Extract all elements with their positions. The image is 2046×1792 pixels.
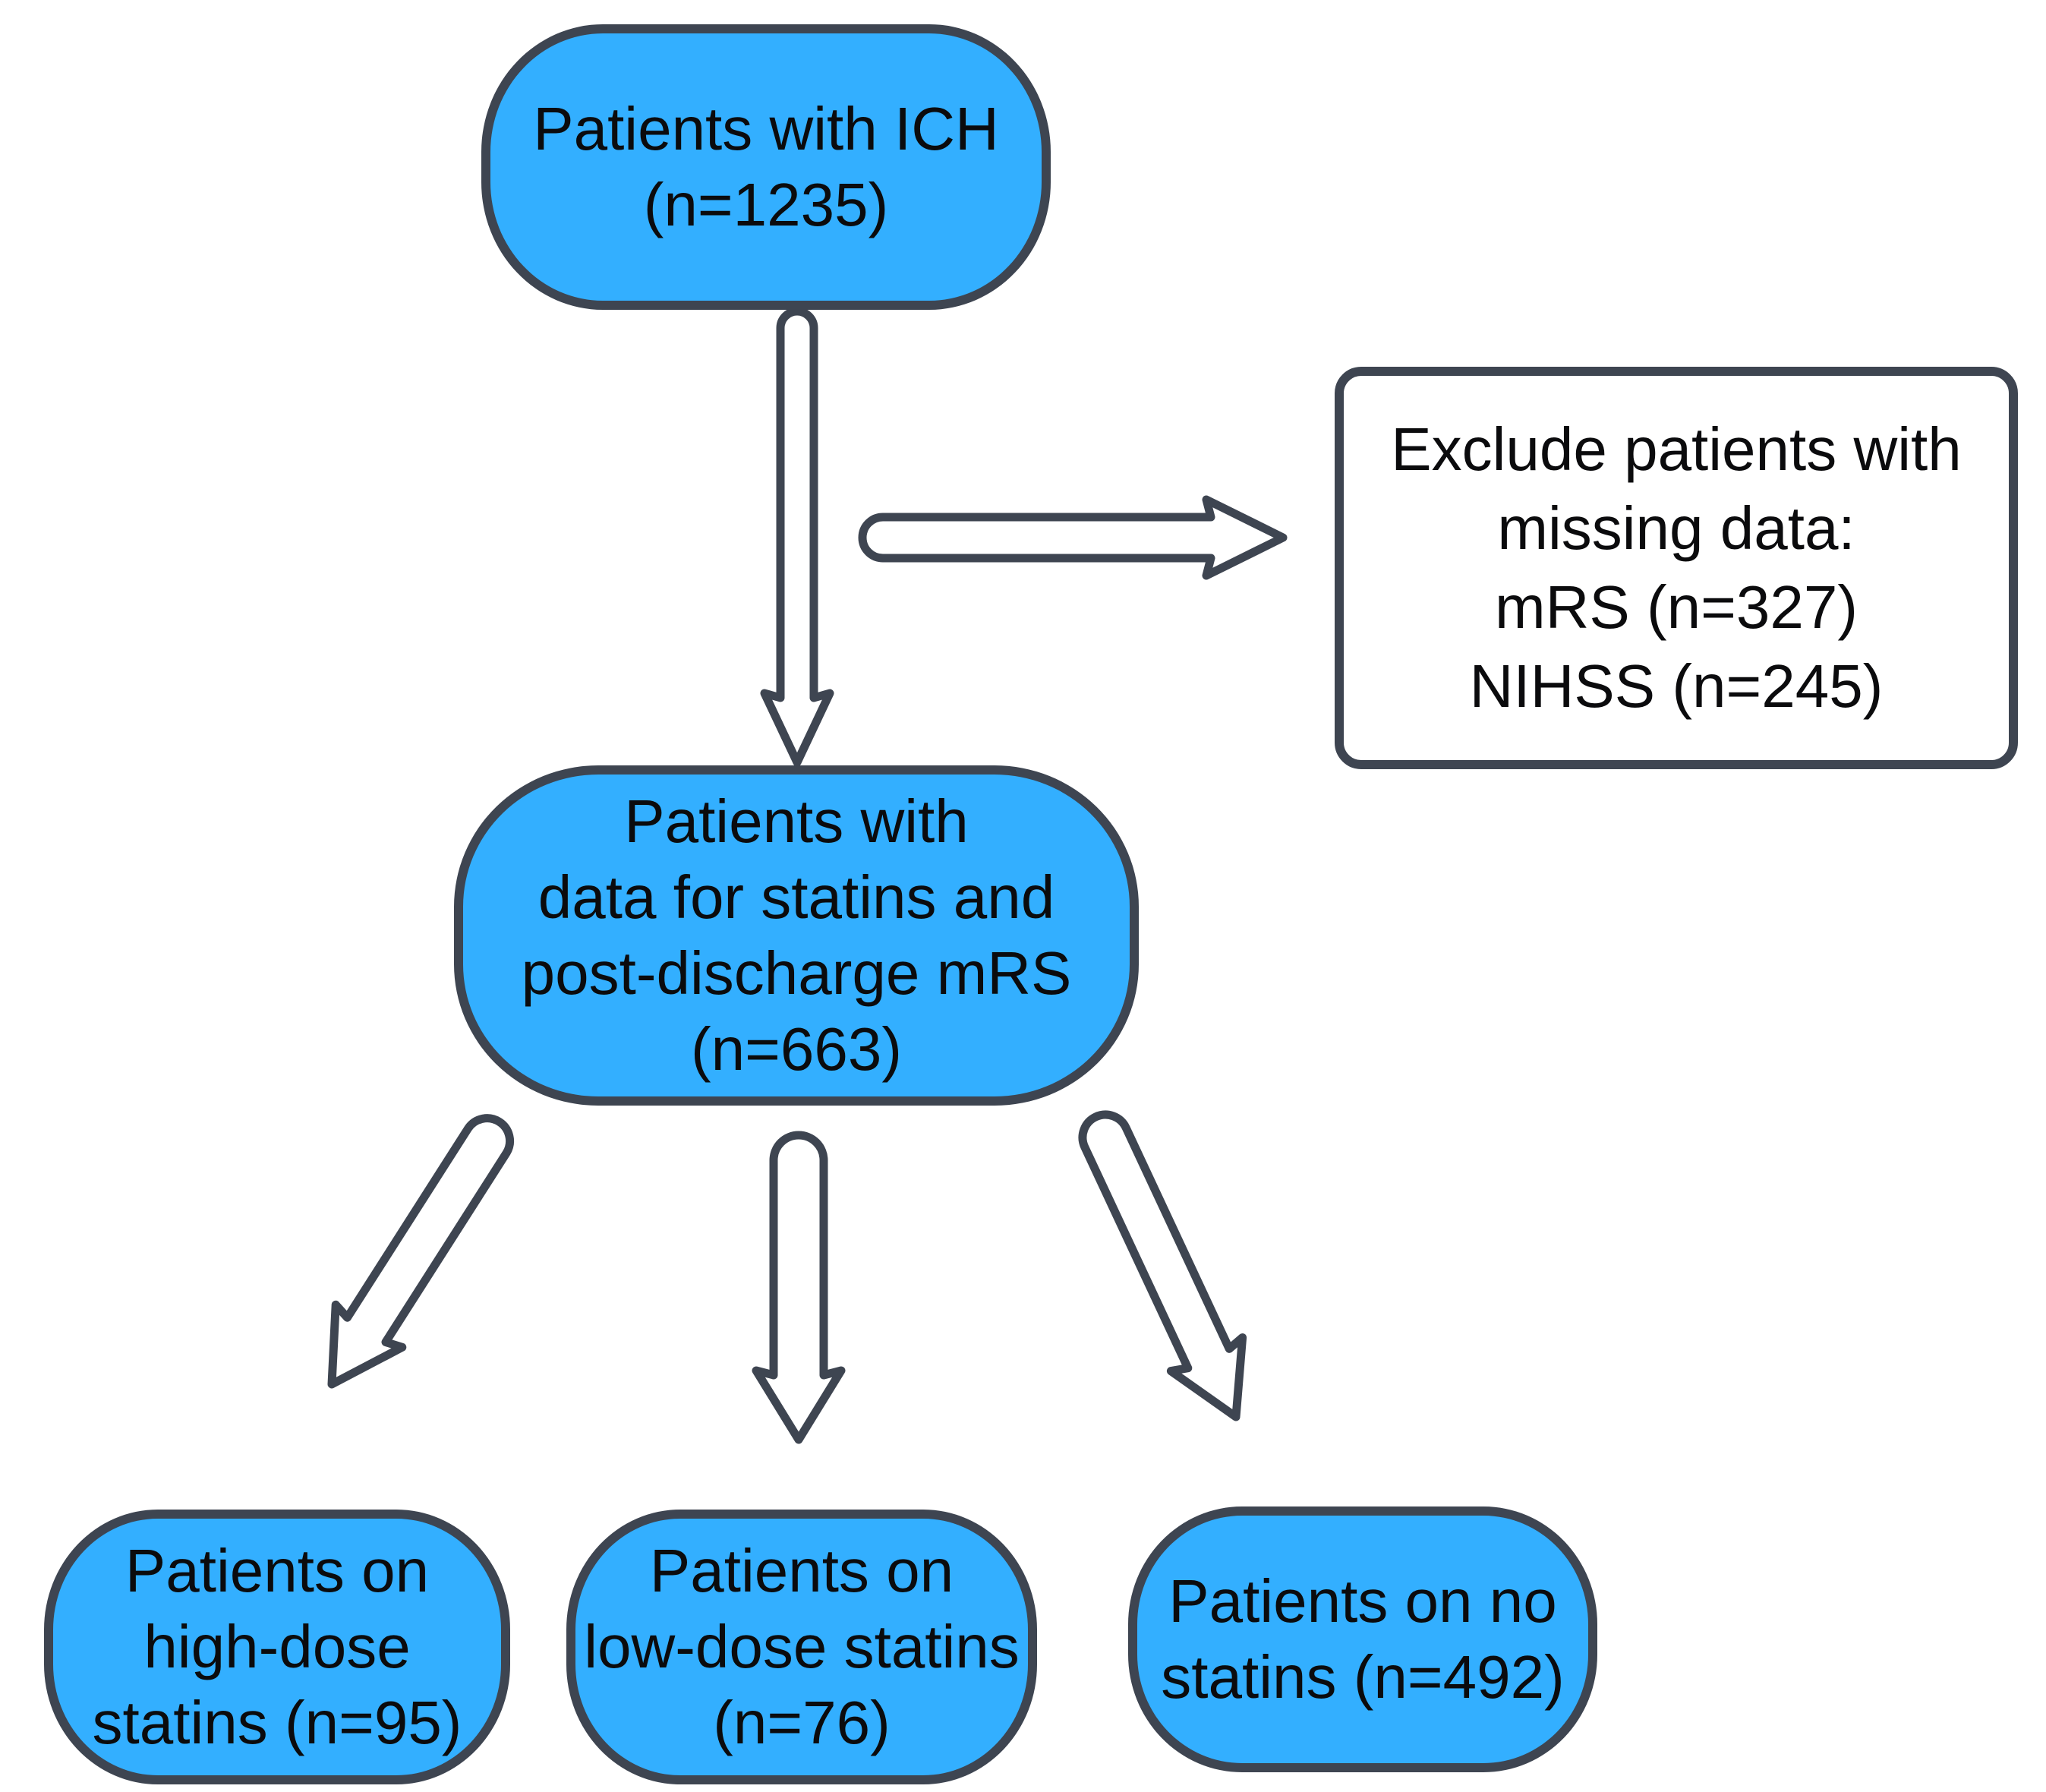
node-line: (n=663) — [691, 1015, 902, 1083]
arrow-to-high-dose-icon — [327, 1114, 515, 1389]
node-line: (n=1235) — [643, 171, 889, 238]
node-line: low-dose statins — [584, 1613, 1020, 1680]
arrow-to-no-statins-icon — [1078, 1110, 1247, 1421]
node-line: Patients with ICH — [533, 95, 999, 162]
node-no-statins: Patients on no statins (n=492) — [1128, 1506, 1597, 1772]
node-line: Patients on no — [1168, 1567, 1557, 1635]
node-low-dose-statins: Patients on low-dose statins (n=76) — [566, 1510, 1037, 1784]
node-line: statins (n=492) — [1161, 1643, 1565, 1711]
node-line: missing data: — [1497, 494, 1855, 562]
node-exclude-missing-data: Exclude patients with missing data: mRS … — [1335, 367, 2018, 769]
node-line: Patients on — [649, 1537, 954, 1604]
node-line: Patients with — [624, 787, 969, 855]
node-line: post-discharge mRS — [521, 939, 1072, 1007]
node-line: high-dose — [143, 1613, 411, 1680]
node-line: data for statins and — [538, 863, 1055, 931]
node-patients-with-statin-mrs-data: Patients with data for statins and post-… — [454, 765, 1139, 1106]
node-line: statins (n=95) — [92, 1689, 462, 1756]
node-patients-with-ich: Patients with ICH (n=1235) — [481, 24, 1051, 310]
node-high-dose-statins: Patients on high-dose statins (n=95) — [44, 1510, 510, 1784]
node-line: NIHSS (n=245) — [1469, 652, 1884, 720]
node-line: mRS (n=327) — [1495, 573, 1858, 641]
arrow-to-exclude-icon — [858, 495, 1288, 580]
arrow-ich-to-statins-icon — [760, 307, 834, 767]
arrow-to-low-dose-icon — [752, 1131, 846, 1444]
node-line: Exclude patients with — [1391, 415, 1962, 483]
node-line: Patients on — [125, 1537, 430, 1604]
node-line: (n=76) — [713, 1689, 891, 1756]
